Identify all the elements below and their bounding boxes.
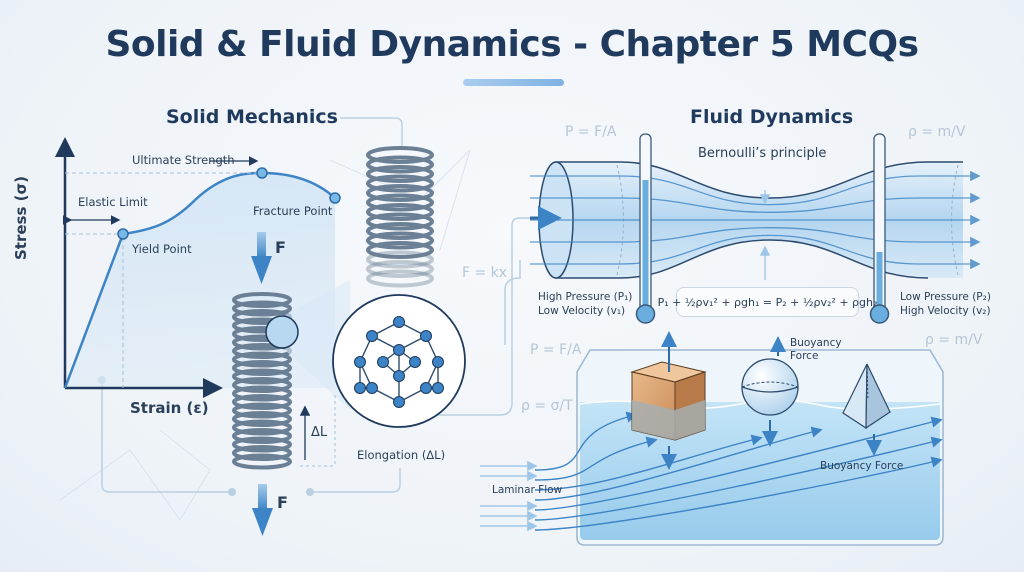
elongation-label: Elongation (ΔL) [357,448,445,462]
yield-point-marker [118,229,128,239]
sphere-icon [742,359,798,415]
bernoulli-title: Bernoulli’s principle [698,146,826,161]
lattice-atom [394,317,405,328]
yield-point-label: Yield Point [132,242,192,256]
buoyancy-bottom-label: Buoyancy Force [820,460,903,472]
lattice-atom [421,331,432,342]
spring-coil [368,272,432,286]
wooden-block-icon [632,362,705,440]
tank-density-formula: ρ = m/V [925,332,982,348]
lattice-atom [410,357,421,368]
lattice-atom [355,357,366,368]
x-axis-label: Strain (ε) [130,399,209,417]
water-tank [535,350,943,545]
lattice-atom [394,397,405,408]
ultimate-strength-label: Ultimate Strength [132,153,235,167]
lattice-atom [394,345,405,356]
force-top-label: F [275,238,286,257]
high-pressure-label: High Pressure (P₁) [538,291,632,303]
laminar-flow-label: Laminar Flow [492,484,562,496]
venturi-pipe [530,162,978,280]
y-axis-label: Stress (σ) [12,176,30,260]
hooke-law-formula: F = kx [462,265,507,281]
lattice-atom [421,383,432,394]
spring-magnifier [266,316,298,348]
tank-other-formula: ρ = σ/T [521,398,573,414]
fracture-point-label: Fracture Point [253,204,332,218]
fracture-point-marker [330,193,340,203]
force-arrow-bottom-icon [252,484,273,536]
delta-l-label: ΔL [311,425,327,440]
buoyancy-top-label: Buoyancy [790,337,842,349]
lattice-atom [367,383,378,394]
low-pressure-label: Low Pressure (P₂) [900,291,991,303]
tank-pressure-formula: P = F/A [530,342,581,358]
density-formula: ρ = m/V [908,124,965,140]
lattice-atom [367,331,378,342]
buoyancy-top-label-2: Force [790,350,818,362]
lattice-atom [433,383,444,394]
spring-coil [234,456,290,468]
elastic-limit-label: Elastic Limit [78,195,148,209]
lattice-atom [433,357,444,368]
pressure-formula: P = F/A [565,124,616,140]
high-velocity-label: High Velocity (v₂) [900,305,991,317]
bernoulli-equation: P₁ + ½ρv₁² + ρgh₁ = P₂ + ½ρv₂² + ρgh₂ [676,287,859,317]
ultimate-strength-marker [257,168,267,178]
crystal-lattice-icon [333,295,465,427]
force-bottom-label: F [277,493,288,512]
low-velocity-label: Low Velocity (v₁) [538,305,625,317]
lattice-atom [378,357,389,368]
spring-upper-icon [368,148,432,286]
lattice-atom [355,383,366,394]
lattice-atom [394,371,405,382]
